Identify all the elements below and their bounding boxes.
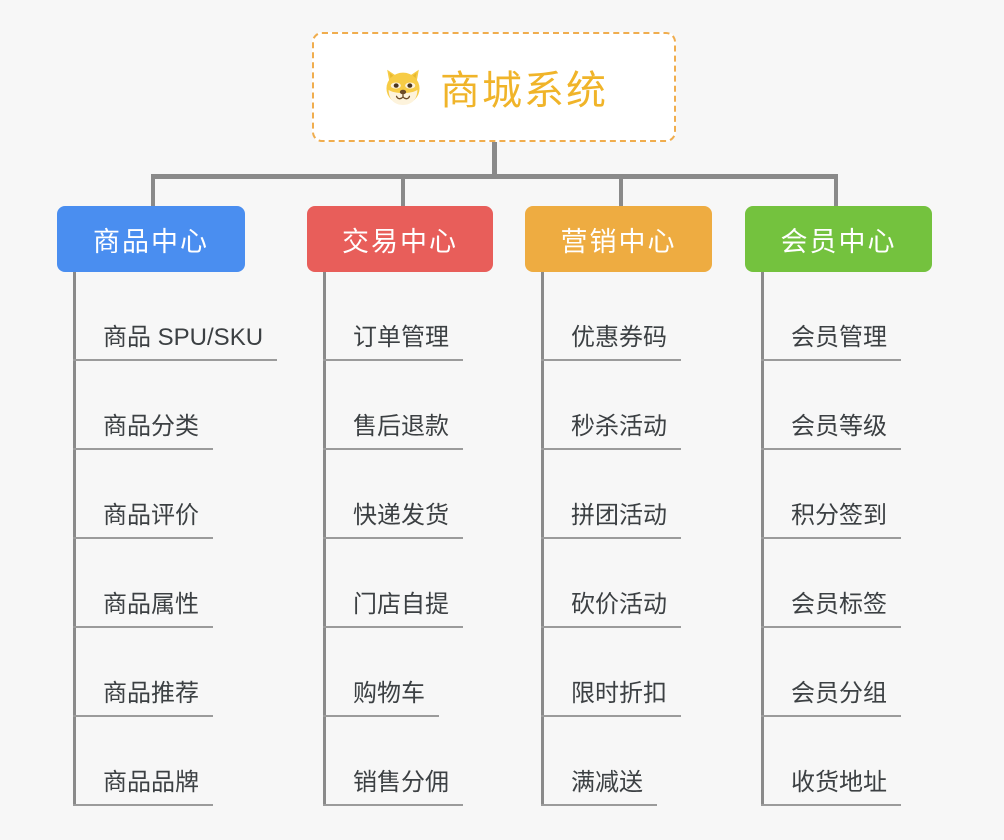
leaf-item-label: 秒杀活动 [541, 413, 681, 450]
leaf-item[interactable]: 收货地址 [745, 717, 995, 806]
leaf-item-label: 会员标签 [761, 591, 901, 628]
leaf-item[interactable]: 销售分佣 [307, 717, 557, 806]
branch-header-label: 交易中心 [342, 226, 458, 257]
leaf-item[interactable]: 砍价活动 [525, 539, 775, 628]
leaf-item-label: 会员等级 [761, 413, 901, 450]
leaf-item-label: 销售分佣 [323, 769, 463, 806]
leaf-item-label: 商品推荐 [73, 680, 213, 717]
leaf-item-label: 快递发货 [323, 502, 463, 539]
connector-horizontal-bus [151, 174, 838, 179]
leaf-item-label: 限时折扣 [541, 680, 681, 717]
branch-spine [323, 272, 326, 806]
leaf-item[interactable]: 会员标签 [745, 539, 995, 628]
root-node-label: 商城系统 [440, 69, 608, 113]
branch-member-center: 会员中心 会员管理 会员等级 积分签到 会员标签 会员分组 收货地址 [745, 206, 995, 806]
leaf-item[interactable]: 会员分组 [745, 628, 995, 717]
leaf-item[interactable]: 积分签到 [745, 450, 995, 539]
leaf-item[interactable]: 限时折扣 [525, 628, 775, 717]
branch-spine [541, 272, 544, 806]
leaf-list-product-center: 商品 SPU/SKU 商品分类 商品评价 商品属性 商品推荐 商品品牌 [57, 272, 325, 806]
leaf-item[interactable]: 售后退款 [307, 361, 557, 450]
branch-spine [73, 272, 76, 806]
leaf-item[interactable]: 商品评价 [57, 450, 325, 539]
leaf-item[interactable]: 购物车 [307, 628, 557, 717]
leaf-item[interactable]: 商品推荐 [57, 628, 325, 717]
leaf-item[interactable]: 快递发货 [307, 450, 557, 539]
branch-header-label: 商品中心 [93, 226, 209, 257]
leaf-item-label: 砍价活动 [541, 591, 681, 628]
leaf-item[interactable]: 拼团活动 [525, 450, 775, 539]
branch-header-label: 营销中心 [560, 226, 677, 257]
branch-trade-center: 交易中心 订单管理 售后退款 快递发货 门店自提 购物车 销售分佣 [307, 206, 557, 806]
leaf-item-label: 满减送 [541, 769, 657, 806]
leaf-item-label: 商品评价 [73, 502, 213, 539]
leaf-item[interactable]: 商品分类 [57, 361, 325, 450]
branch-header-marketing-center[interactable]: 营销中心 [525, 206, 712, 272]
leaf-item[interactable]: 会员等级 [745, 361, 995, 450]
leaf-item-label: 商品品牌 [73, 769, 213, 806]
branch-product-center: 商品中心 商品 SPU/SKU 商品分类 商品评价 商品属性 商品推荐 商品品牌 [57, 206, 325, 806]
leaf-item-label: 商品属性 [73, 591, 213, 628]
connector-drop-branch-2 [401, 174, 405, 208]
branch-marketing-center: 营销中心 优惠券码 秒杀活动 拼团活动 砍价活动 限时折扣 满减送 [525, 206, 775, 806]
leaf-item-label: 订单管理 [323, 324, 463, 361]
leaf-item-label: 积分签到 [761, 502, 901, 539]
leaf-item-label: 会员管理 [761, 324, 901, 361]
leaf-item[interactable]: 商品属性 [57, 539, 325, 628]
leaf-item[interactable]: 订单管理 [307, 272, 557, 361]
branch-spine [761, 272, 764, 806]
connector-drop-branch-1 [151, 174, 155, 208]
branch-header-member-center[interactable]: 会员中心 [745, 206, 932, 272]
branch-header-label: 会员中心 [780, 226, 897, 257]
leaf-item[interactable]: 门店自提 [307, 539, 557, 628]
leaf-item[interactable]: 商品 SPU/SKU [57, 272, 325, 361]
leaf-item-label: 售后退款 [323, 413, 463, 450]
branch-header-trade-center[interactable]: 交易中心 [307, 206, 493, 272]
leaf-item-label: 优惠券码 [541, 324, 681, 361]
leaf-item[interactable]: 优惠券码 [525, 272, 775, 361]
leaf-list-marketing-center: 优惠券码 秒杀活动 拼团活动 砍价活动 限时折扣 满减送 [525, 272, 775, 806]
leaf-item-label: 拼团活动 [541, 502, 681, 539]
leaf-list-trade-center: 订单管理 售后退款 快递发货 门店自提 购物车 销售分佣 [307, 272, 557, 806]
leaf-item-label: 收货地址 [761, 769, 901, 806]
leaf-item-label: 购物车 [323, 680, 439, 717]
root-node-shop-system[interactable]: 商城系统 [312, 32, 676, 142]
branch-header-product-center[interactable]: 商品中心 [57, 206, 245, 272]
leaf-item[interactable]: 会员管理 [745, 272, 995, 361]
connector-root-drop [492, 142, 497, 177]
leaf-item-label: 门店自提 [323, 591, 463, 628]
connector-drop-branch-3 [619, 174, 623, 208]
leaf-list-member-center: 会员管理 会员等级 积分签到 会员标签 会员分组 收货地址 [745, 272, 995, 806]
leaf-item-label: 商品 SPU/SKU [73, 324, 278, 361]
leaf-item-label: 会员分组 [761, 680, 901, 717]
leaf-item-label: 商品分类 [73, 413, 213, 450]
shiba-dog-face-icon [380, 64, 426, 110]
leaf-item[interactable]: 秒杀活动 [525, 361, 775, 450]
leaf-item[interactable]: 商品品牌 [57, 717, 325, 806]
connector-drop-branch-4 [834, 174, 838, 208]
leaf-item[interactable]: 满减送 [525, 717, 775, 806]
